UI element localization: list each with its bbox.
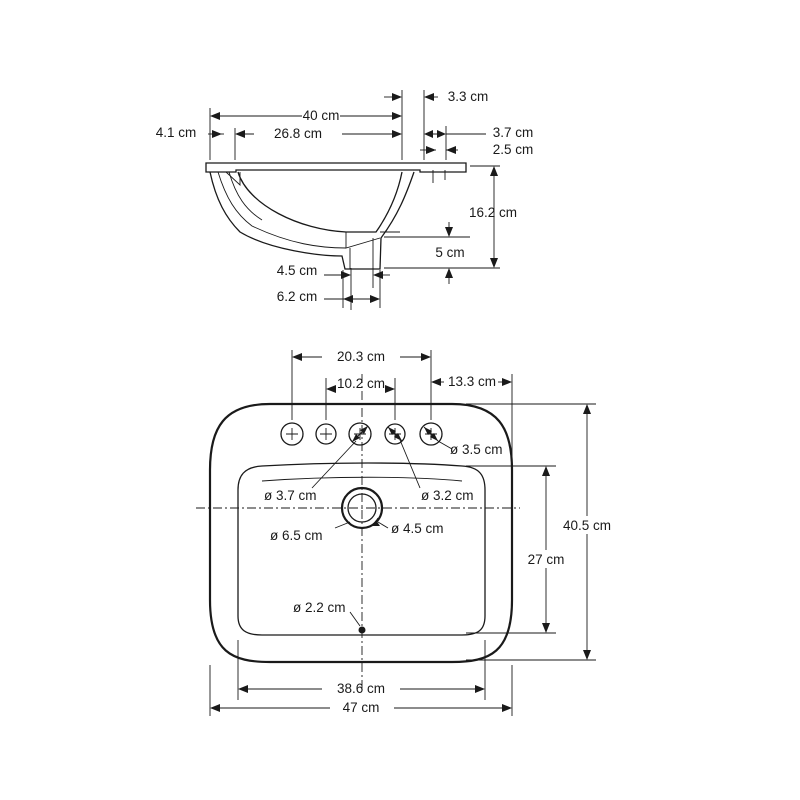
label-tap-hole-right: ø 3.5 cm <box>450 442 503 457</box>
label-tap-hole-mid: ø 3.2 cm <box>421 488 474 503</box>
basin-outline <box>237 462 486 636</box>
tap-hole-4 <box>384 423 406 445</box>
top-plan-view: 20.3 cm 10.2 cm 13.3 cm 40.5 cm 27 cm 38… <box>196 349 616 716</box>
dim-side-rim-right-top: 3.3 cm <box>448 89 489 104</box>
dim-side-drain-outer: 6.2 cm <box>277 289 318 304</box>
bowl-inner-surface <box>237 171 403 233</box>
dim-bowl-depth: 27 cm <box>528 552 565 567</box>
dim-tap-spacing: 10.2 cm <box>337 376 385 391</box>
sink-outer-outline <box>208 402 514 664</box>
side-section-view: 40 cm 26.8 cm 4.1 cm 3.3 cm 3.7 cm 2.5 c… <box>156 89 534 310</box>
label-drain-inner: ø 4.5 cm <box>391 521 444 536</box>
tap-hole-3 <box>348 422 372 446</box>
label-tap-hole-left: ø 3.7 cm <box>264 488 317 503</box>
bowl-outer-shell <box>209 171 415 270</box>
dim-side-rim-left: 4.1 cm <box>156 125 197 140</box>
tap-hole-1 <box>280 422 304 446</box>
drain-inner-ring <box>347 493 377 523</box>
tap-hole-5 <box>419 422 443 446</box>
dim-tap-offset: 13.3 cm <box>448 374 496 389</box>
dim-side-drain-height: 5 cm <box>435 245 464 260</box>
dim-side-rim-right-mid: 3.7 cm <box>493 125 534 140</box>
dim-overall-width: 47 cm <box>343 700 380 715</box>
tap-holes <box>280 422 443 446</box>
sink-rim-section <box>205 162 467 173</box>
dim-side-bowl-width: 26.8 cm <box>274 126 322 141</box>
dim-tap-span: 20.3 cm <box>337 349 385 364</box>
drain-outer-ring <box>340 486 384 530</box>
label-overflow: ø 2.2 cm <box>293 600 346 615</box>
tap-hole-2 <box>315 423 337 445</box>
dim-bowl-width: 38.6 cm <box>337 681 385 696</box>
dim-overall-depth: 40.5 cm <box>563 518 611 533</box>
overflow-hole <box>358 626 366 634</box>
label-drain-outer: ø 6.5 cm <box>270 528 323 543</box>
dim-side-overall-width: 40 cm <box>303 108 340 123</box>
dim-side-rim-thickness: 2.5 cm <box>493 142 534 157</box>
dim-side-drain-inner: 4.5 cm <box>277 263 318 278</box>
dim-side-depth: 16.2 cm <box>469 205 517 220</box>
